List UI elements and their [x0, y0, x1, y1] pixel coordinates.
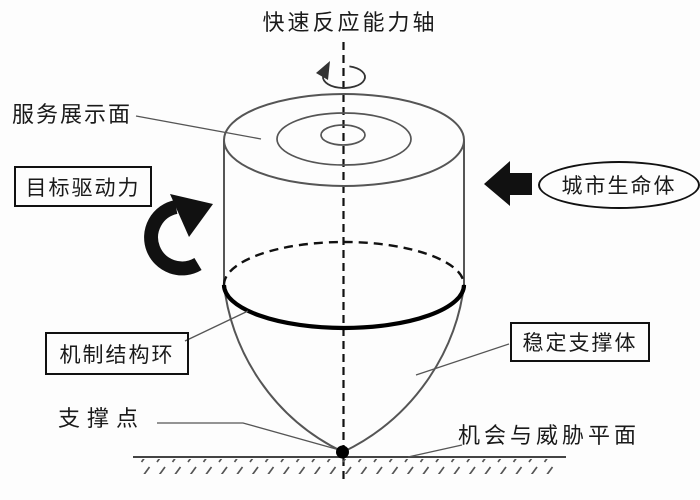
label-ellipse-city-organism: 城市生命体	[538, 161, 700, 209]
label-box-mechanism-ring: 机制结构环	[45, 332, 189, 375]
stable-support-text: 稳定支撑体	[522, 331, 638, 355]
mechanism-pointer-line	[184, 310, 249, 342]
ground-hatching	[137, 459, 559, 474]
city-organism-text: 城市生命体	[561, 174, 677, 198]
label-service-surface: 服务展示面	[12, 102, 133, 127]
structure-ring	[221, 240, 467, 331]
goal-drive-text: 目标驱动力	[25, 175, 141, 200]
pivot-dot	[336, 445, 349, 459]
drive-rotation-arrow	[144, 194, 213, 276]
support-pointer-line	[415, 343, 510, 376]
ground-pointer-line	[407, 444, 463, 458]
city-pointer-arrow	[484, 161, 532, 206]
label-ground-plane: 机会与威胁平面	[458, 423, 641, 448]
rotation-arrow-icon	[316, 61, 366, 89]
top-disc-face	[223, 93, 465, 187]
label-box-stable-support: 稳定支撑体	[510, 322, 650, 362]
mechanism-ring-text: 机制结构环	[59, 342, 175, 367]
label-box-goal-drive: 目标驱动力	[14, 166, 152, 207]
axis-title: 快速反应能力轴	[262, 10, 438, 35]
service-pointer-line	[135, 115, 262, 140]
ground-plane-line	[133, 456, 566, 474]
label-pivot-point: 支撑点	[58, 406, 146, 431]
pivot-pointer-line	[157, 422, 337, 450]
